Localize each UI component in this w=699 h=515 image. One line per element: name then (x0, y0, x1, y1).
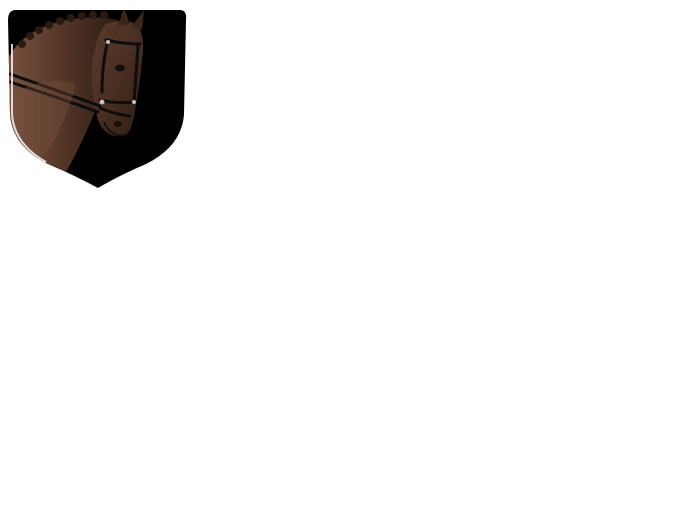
horse-shield-emblem (6, 4, 188, 190)
horse-ear-left (118, 10, 130, 26)
shield-edge-highlight (11, 44, 47, 163)
neck-highlight (14, 80, 76, 156)
horse-eye (115, 64, 125, 72)
horse-ear-right (132, 10, 144, 30)
horse-nostril (114, 121, 122, 127)
bridle-buckles (99, 40, 136, 105)
mane-braids (18, 11, 108, 48)
horse-head-shield-icon (8, 10, 187, 188)
horse-muzzle (103, 121, 129, 137)
